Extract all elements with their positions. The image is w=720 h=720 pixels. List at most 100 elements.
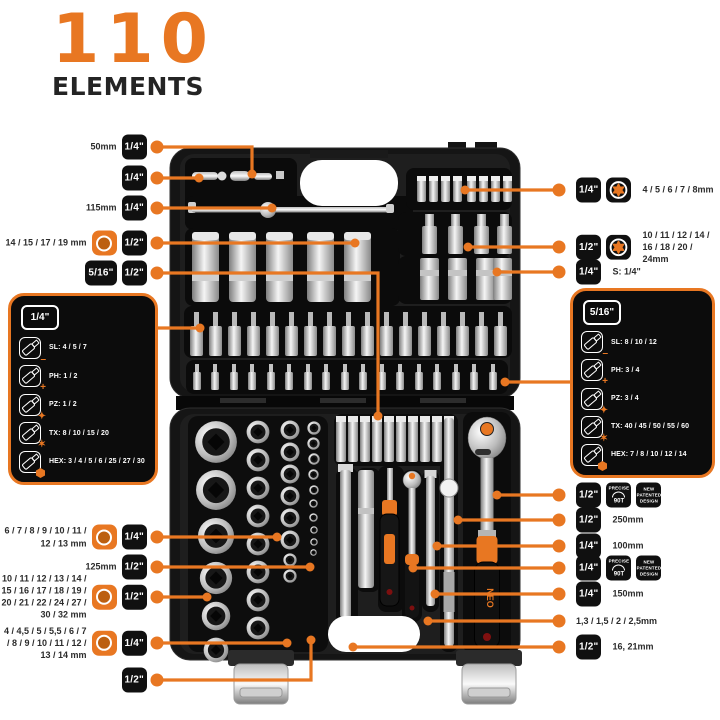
e-socket-icon — [606, 177, 632, 203]
precise-90t-badge: PRECISE 90T — [606, 482, 632, 508]
drive-badge: 1/2" — [576, 234, 602, 260]
callout-ratchet-quarter: 1/4" PRECISE 90T NEW PATENTED DESIGN — [576, 555, 662, 581]
hex-socket-icon — [91, 630, 117, 656]
bit-icon: ✦ — [581, 387, 608, 415]
breaker-bar — [439, 418, 459, 646]
panel-row-hex: HEX: 7 / 8 / 10 / 12 / 14 — [581, 443, 704, 471]
panel-row-ph: + PH: 1 / 2 — [19, 365, 147, 393]
header: 110 ELEMENTS — [52, 0, 215, 102]
drive-badge: 1/2" — [576, 507, 602, 533]
drive-badge: 1/2" — [121, 584, 147, 610]
large-deep-socket — [358, 470, 374, 588]
slot-mark: – — [602, 348, 608, 360]
callout-label: 115mm — [86, 202, 117, 213]
patented-design-badge: NEW PATENTED DESIGN — [636, 482, 662, 508]
callout-quarter-drive: 1/4" — [121, 165, 147, 191]
callout-sockets-10-32: 10 / 11 / 12 / 13 / 14 / 15 / 16 / 17 / … — [0, 573, 147, 622]
panel-row-label: TX: 40 / 45 / 50 / 55 / 60 — [611, 423, 690, 431]
drive-badge: 5/16" — [85, 260, 117, 286]
latch-left — [228, 650, 294, 705]
panel-row-tx: ✶ TX: 8 / 10 / 15 / 20 — [19, 422, 147, 450]
ratchet-arc-icon — [612, 491, 626, 498]
callout-label: 4 / 4,5 / 5 / 5,5 / 6 / 7 / 8 / 9 / 10 /… — [3, 625, 87, 661]
universal-joint-and-adapters — [192, 171, 284, 181]
panel-row-label: PH: 3 / 4 — [611, 366, 640, 374]
bits-panel-5-16-inch: 5/16" – SL: 8 / 10 / 12 + PH: 3 / 4 ✦ PZ… — [570, 288, 715, 478]
drive-badge: 1/4" — [121, 134, 147, 160]
drive-badge: 1/2" — [121, 230, 147, 256]
callout-sockets-4-14: 4 / 4,5 / 5 / 5,5 / 6 / 7 / 8 / 9 / 10 /… — [0, 625, 147, 661]
hex-socket-icon — [91, 584, 117, 610]
panel-row-label: PZ: 3 / 4 — [611, 395, 639, 403]
patented-line: NEW — [643, 486, 655, 492]
callout-e-sockets-large: 1/2" 10 / 11 / 12 / 14 / 16 / 18 / 20 / … — [576, 229, 720, 265]
drive-badge: 1/4" — [576, 581, 602, 607]
panel-row-label: HEX: 7 / 8 / 10 / 12 / 14 — [611, 451, 687, 459]
phillips-mark: + — [602, 376, 608, 388]
callout-label: 14 / 15 / 17 / 19 mm — [5, 237, 87, 248]
extension-bar — [338, 464, 353, 618]
hex-mark — [36, 467, 45, 478]
callout-label: 1,3 / 1,5 / 2 / 2,5mm — [576, 615, 658, 626]
bit-icon: + — [19, 365, 46, 393]
callout-e-sockets-small: 1/4" 4 / 5 / 6 / 7 / 8mm — [576, 177, 714, 203]
callout-s-adapter: 1/4" S: 1/4" — [576, 259, 641, 285]
callout-label: 100mm — [612, 540, 644, 551]
callout-hex-keys: 1,3 / 1,5 / 2 / 2,5mm — [576, 615, 657, 627]
drive-badge: 1/4" — [121, 630, 147, 656]
callout-ratchet-half: 1/2" PRECISE 90T NEW PATENTED DESIGN — [576, 482, 662, 508]
half-inch-ratchet: NEO — [467, 416, 507, 649]
slot-mark: – — [40, 353, 46, 365]
bit-icon: – — [19, 336, 46, 364]
callout-spark-plug-sockets: 1/2" 16, 21mm — [576, 634, 654, 660]
callout-label: 50mm — [90, 141, 117, 152]
drive-badge-outline: 1/4" — [21, 305, 59, 330]
element-count-caption: ELEMENTS — [52, 72, 205, 101]
callout-label: S: 1/4" — [612, 266, 641, 277]
drive-badge: 1/4" — [121, 165, 147, 191]
deep-sockets-row — [192, 232, 371, 302]
panel-row-ph: + PH: 3 / 4 — [581, 359, 704, 387]
phillips-mark: + — [40, 382, 46, 394]
callout-250mm: 1/2" 250mm — [576, 507, 643, 533]
callout-label: 6 / 7 / 8 / 9 / 10 / 11 / 12 / 13 mm — [4, 525, 87, 548]
base-handle-cutout — [328, 616, 420, 652]
patented-line: PATENTED — [636, 492, 662, 498]
handle-grip-texture — [310, 150, 388, 158]
drive-badge: 1/4" — [576, 177, 602, 203]
callout-label: 10 / 11 / 12 / 14 / 16 / 18 / 20 / 24mm — [642, 229, 710, 265]
panel-row-label: PZ: 1 / 2 — [49, 401, 77, 409]
callout-115mm: 115mm 1/4" — [86, 195, 147, 221]
pozidriv-mark: ✦ — [599, 404, 608, 416]
precise-label: PRECISE — [608, 558, 630, 564]
drive-badge: 1/4" — [121, 195, 147, 221]
panel-row-label: SL: 4 / 5 / 7 — [49, 344, 87, 352]
pozidriv-mark: ✦ — [37, 410, 46, 422]
drive-badge: 1/2" — [576, 634, 602, 660]
teeth-count-label: 90T — [613, 571, 625, 578]
callout-label: 16, 21mm — [612, 641, 654, 652]
torx-mark: ✶ — [599, 432, 608, 444]
torx-mark: ✶ — [37, 439, 46, 451]
panel-row-sl: – SL: 8 / 10 / 12 — [581, 331, 704, 359]
panel-row-label: SL: 8 / 10 / 12 — [611, 338, 657, 346]
handle-cutout — [300, 160, 398, 206]
callout-label: 125mm — [85, 561, 117, 572]
drive-badge: 1/2" — [121, 554, 147, 580]
bit-icon: ✦ — [19, 393, 46, 421]
case-base: NEO — [169, 407, 521, 663]
product-photo-toolcase: NEO — [169, 142, 522, 705]
bit-icon — [19, 450, 45, 478]
callout-150mm: 1/4" 150mm — [576, 581, 643, 607]
drive-badge-outline: 5/16" — [583, 300, 621, 325]
element-count: 110 — [52, 0, 215, 79]
screwdriver-handle — [379, 468, 400, 607]
bit-icon: ✶ — [19, 422, 46, 450]
drive-badge: 1/2" — [121, 260, 147, 286]
bit-icon: – — [581, 331, 608, 359]
patented-line: NEW — [643, 559, 655, 565]
hex-mark — [598, 460, 607, 471]
case-lid — [169, 142, 521, 399]
hex-socket-icon — [91, 230, 117, 256]
panel-row-label: HEX: 3 / 4 / 5 / 6 / 25 / 27 / 30 — [49, 458, 145, 466]
